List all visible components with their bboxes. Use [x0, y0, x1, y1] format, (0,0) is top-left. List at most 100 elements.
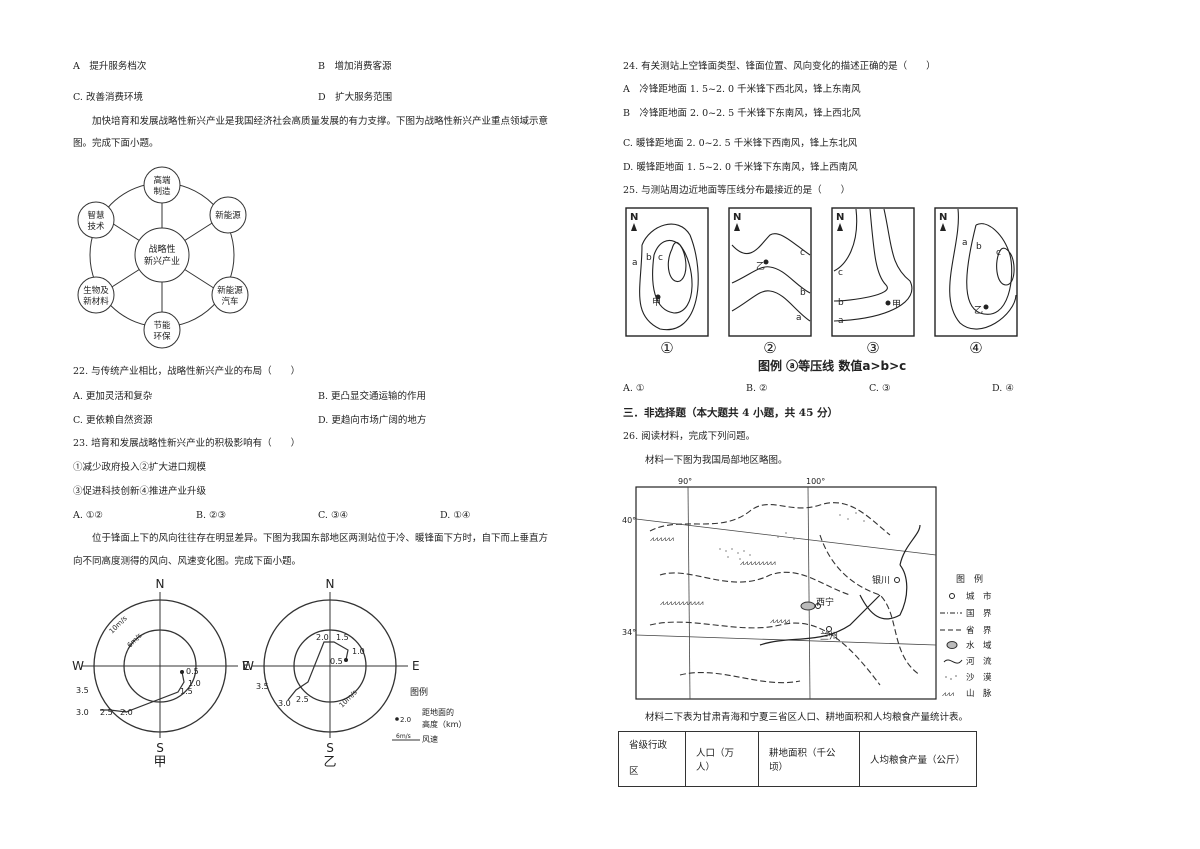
svg-text:N: N [733, 212, 741, 223]
svg-text:高度（km）: 高度（km） [422, 719, 466, 729]
svg-text:西宁: 西宁 [816, 596, 834, 608]
svg-text:E: E [242, 659, 250, 673]
svg-text:高端: 高端 [153, 175, 171, 186]
q22-stem: 22. 与传统产业相比，战略性新兴产业的布局（ ） [73, 366, 301, 377]
svg-text:⩘⩘⩘⩘⩘⩘⩘⩘⩘: ⩘⩘⩘⩘⩘⩘⩘⩘⩘ [740, 559, 776, 567]
svg-text:2.0: 2.0 [400, 716, 411, 724]
svg-text:c: c [658, 253, 663, 263]
svg-text:节能: 节能 [153, 320, 171, 331]
q23-stem: 23. 培育和发展战略性新兴产业的积极影响有（ ） [73, 438, 301, 449]
q21-option-d: D 扩大服务范围 [318, 92, 393, 103]
svg-text:新能源: 新能源 [217, 285, 243, 296]
svg-text:2.0: 2.0 [120, 708, 133, 717]
svg-text:c: c [838, 268, 843, 278]
material-2: 材料二下表为甘肃青海和宁夏三省区人口、耕地面积和人均粮食产量统计表。 [645, 712, 969, 723]
svg-text:图 例: 图 例 [956, 573, 983, 585]
svg-text:甲: 甲 [652, 297, 661, 308]
svg-text:⩘⩘⩘⩘⩘: ⩘⩘⩘⩘⩘ [770, 617, 790, 625]
svg-text:距地面的: 距地面的 [422, 707, 454, 717]
svg-text:③: ③ [866, 339, 879, 357]
svg-text:⩘⩘⩘⩘⩘⩘⩘⩘⩘⩘⩘: ⩘⩘⩘⩘⩘⩘⩘⩘⩘⩘⩘ [660, 599, 703, 607]
q22-option-a: A. 更加灵活和复杂 [73, 391, 153, 402]
svg-text:1.0: 1.0 [352, 647, 365, 656]
svg-text:⩘⩘⩘: ⩘⩘⩘ [942, 690, 954, 698]
svg-text:银川: 银川 [872, 574, 890, 586]
svg-text:S: S [326, 741, 334, 755]
svg-text:智慧: 智慧 [87, 210, 105, 221]
svg-text:甲: 甲 [892, 299, 901, 310]
svg-text:城 市: 城 市 [966, 591, 992, 602]
svg-text:河 流: 河 流 [966, 656, 992, 667]
q22-option-b: B. 更凸显交通运输的作用 [318, 391, 427, 402]
svg-text:2.5: 2.5 [296, 695, 309, 704]
q21-option-a: A 提升服务档次 [73, 61, 147, 72]
q26-stem: 26. 阅读材料，完成下列问题。 [623, 431, 756, 442]
svg-text:国 界: 国 界 [966, 609, 992, 619]
svg-text:1.5: 1.5 [180, 687, 193, 696]
region-map: 90° 100° 40° 34° ⩘⩘⩘⩘⩘⩘⩘⩘⩘⩘⩘⩘⩘⩘⩘ ⩘⩘⩘⩘⩘⩘⩘… [622, 477, 992, 700]
header-population: 人口（万人） [685, 731, 759, 787]
svg-text:乙: 乙 [756, 261, 765, 272]
q23-option-b: B. ②③ [196, 510, 227, 521]
table-header-row: 省级行政区 人口（万人） 耕地面积（千公顷） 人均粮食产量（公斤） [618, 731, 977, 787]
strategic-industry-diagram: 战略性 新兴产业 高端 制造 新能源 新能源 汽车 节能 环保 生物及 新材料 … [77, 166, 249, 349]
node-smart-tech: 智慧 技术 [77, 201, 115, 239]
center-node-label-1: 战略性 [148, 243, 175, 255]
svg-text:汽车: 汽车 [221, 296, 238, 307]
material-1: 材料一下图为我国局部地区略图。 [645, 455, 788, 466]
svg-text:N: N [156, 577, 165, 591]
svg-text:3.0: 3.0 [76, 708, 89, 717]
svg-text:④: ④ [969, 339, 982, 357]
svg-text:W: W [242, 659, 254, 673]
wind-diagram-jia: N S W E 10m/s 6m/s 0.5 1.0 1.5 2.0 2.5 3… [72, 577, 250, 770]
svg-text:a: a [962, 238, 968, 248]
svg-text:40°: 40° [622, 516, 636, 525]
svg-text:沙 漠: 沙 漠 [966, 672, 992, 683]
svg-text:100°: 100° [806, 477, 825, 486]
q25-option-a: A. ① [623, 383, 645, 394]
section-3-heading: 三．非选择题（本大题共 4 小题，共 45 分） [623, 407, 839, 419]
q24-option-a: A 冷锋距地面 1. 5~2. 0 千米锋下西北风，锋上东南风 [623, 84, 861, 95]
svg-text:新能源: 新能源 [215, 210, 241, 221]
wind-diagram-yi: N S W E 10m/s 0.5 1.0 1.5 2.0 2.5 3.0 3.… [242, 577, 466, 770]
svg-text:W: W [72, 659, 84, 673]
svg-text:风速: 风速 [422, 735, 438, 744]
svg-text:1.5: 1.5 [336, 633, 349, 642]
svg-text:生物及: 生物及 [83, 285, 109, 296]
q25-option-c: C. ③ [869, 383, 891, 394]
svg-text:N: N [326, 577, 335, 591]
svg-text:②: ② [763, 339, 776, 357]
svg-text:c: c [800, 248, 805, 258]
q24-option-d: D. 暖锋距地面 1. 5~2. 0 千米锋下东南风，锋上西南风 [623, 162, 858, 173]
svg-text:3.0: 3.0 [278, 699, 291, 708]
intro-paragraph-1-line2: 图。完成下面小题。 [73, 138, 159, 149]
header-grain: 人均粮食产量（公斤） [859, 731, 977, 787]
svg-text:90°: 90° [678, 477, 692, 486]
svg-text:乙: 乙 [323, 755, 336, 770]
svg-text:新材料: 新材料 [83, 296, 109, 307]
q23-choices-2: ③促进科技创新④推进产业升级 [73, 486, 207, 497]
svg-text:2.5: 2.5 [100, 708, 113, 717]
node-new-energy: 新能源 [209, 196, 247, 234]
svg-text:0.5: 0.5 [330, 657, 343, 666]
svg-text:①: ① [660, 339, 673, 357]
svg-text:技术: 技术 [87, 221, 105, 232]
svg-text:3.5: 3.5 [76, 686, 89, 695]
q25-stem: 25. 与测站周边近地面等压线分布最接近的是（ ） [623, 185, 851, 196]
svg-text:甲: 甲 [153, 755, 166, 770]
svg-text:S: S [156, 741, 164, 755]
svg-text:⩘⩘⩘⩘⩘⩘: ⩘⩘⩘⩘⩘⩘ [650, 535, 674, 543]
svg-text:山 脉: 山 脉 [966, 688, 992, 699]
svg-text:a: a [796, 313, 802, 323]
svg-text:环保: 环保 [153, 331, 171, 342]
svg-text:制造: 制造 [153, 186, 171, 197]
svg-text:3.5: 3.5 [256, 682, 269, 691]
svg-text:乙: 乙 [974, 305, 983, 316]
q22-option-d: D. 更趋向市场广阔的地方 [318, 415, 427, 426]
svg-text:b: b [646, 253, 652, 263]
q24-stem: 24. 有关测站上空锋面类型、锋面位置、风向变化的描述正确的是（ ） [623, 61, 936, 72]
svg-text:10m/s: 10m/s [338, 688, 359, 709]
svg-text:a: a [838, 316, 844, 326]
svg-text:N: N [836, 212, 844, 223]
